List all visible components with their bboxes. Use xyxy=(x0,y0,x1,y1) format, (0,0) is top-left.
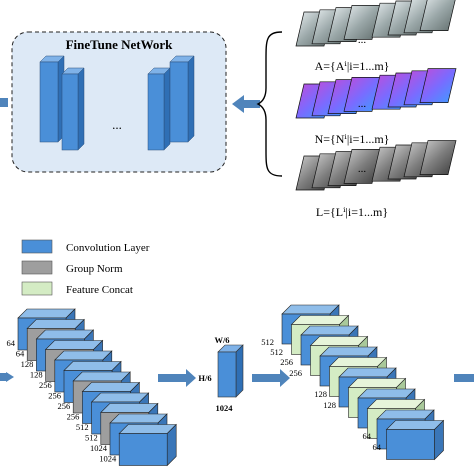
image-frame xyxy=(419,140,457,175)
encoder-channel-label: 64 xyxy=(7,338,16,348)
bottleneck-height-label: H/6 xyxy=(198,373,211,383)
decoder-layer-top xyxy=(357,388,416,399)
encoder-channel-label: 1024 xyxy=(90,443,108,453)
pipeline-out-arrow xyxy=(454,374,474,382)
encoder-to-bottleneck-arrow xyxy=(158,369,196,387)
set-brace xyxy=(256,31,283,177)
set-a-label: A={Aⁱ|i=1...m} xyxy=(315,59,390,73)
decoder-layer-top xyxy=(347,378,407,388)
decoder-channel-label: 64 xyxy=(373,442,382,452)
decoder-layer-top xyxy=(376,409,435,420)
pipeline-in-arrow-stub xyxy=(0,373,8,381)
decoder-layer-top xyxy=(300,325,359,336)
network-layer-side xyxy=(187,55,195,143)
decoder-layer-top xyxy=(366,399,426,409)
set-l-label: L={Lⁱ|i=1...m} xyxy=(316,205,388,219)
decoder-channel-label: 512 xyxy=(270,347,283,357)
bottleneck-width-label: W/6 xyxy=(214,335,229,345)
encoder-layer-top xyxy=(17,308,76,319)
encoder-channel-label: 128 xyxy=(30,370,43,380)
decoder-channel-label: 128 xyxy=(323,400,336,410)
legend-label-norm: Group Norm xyxy=(66,263,123,275)
set-n-label: N={Nⁱ|i=1...m} xyxy=(315,132,390,146)
left-arrow-stub xyxy=(0,98,8,107)
encoder-layer-top xyxy=(90,392,150,403)
legend-label-concat: Feature Concat xyxy=(66,284,133,296)
network-layer-2 xyxy=(61,73,79,151)
encoder-layer-top xyxy=(118,424,177,434)
bottleneck-depth-label: 1024 xyxy=(216,403,234,413)
stack-a-ellipsis: ... xyxy=(358,34,367,46)
network-layers xyxy=(39,55,195,151)
decoder-layer-top xyxy=(328,357,388,367)
decoder-channel-label: 64 xyxy=(363,431,372,441)
encoder-channel-label: 256 xyxy=(67,412,80,422)
decoder-channel-label: 256 xyxy=(280,357,293,367)
decoder-channel-label: 128 xyxy=(314,389,327,399)
decoder-channel-label: 512 xyxy=(261,337,274,347)
legend-swatch-concat xyxy=(21,281,53,296)
network-layer-side xyxy=(77,67,85,151)
input-arrow xyxy=(232,95,260,113)
image-stack-l xyxy=(295,140,457,191)
network-layer-side xyxy=(163,67,171,151)
decoder-layer-top xyxy=(309,336,369,346)
encoder-layer-top xyxy=(44,340,104,350)
network-title: FineTune NetWork xyxy=(66,37,174,52)
encoder-layer-top xyxy=(54,350,113,361)
encoder-channel-label: 512 xyxy=(85,433,98,443)
encoder-channel-label: 512 xyxy=(76,422,89,432)
decoder-layer-top xyxy=(281,304,340,315)
encoder-layer-top xyxy=(81,382,141,392)
legend-label-conv: Convolution Layer xyxy=(66,242,150,254)
stack-n-ellipsis: ... xyxy=(358,98,367,110)
encoder-channel-label: 256 xyxy=(39,380,52,390)
decoder-layer-top xyxy=(338,367,397,378)
legend: Convolution Layer Group Norm Feature Con… xyxy=(21,239,150,296)
image-stack-a xyxy=(295,0,456,47)
legend-swatch-norm xyxy=(21,260,53,275)
encoder-layer xyxy=(118,433,168,466)
image-frame xyxy=(419,0,456,31)
bottleneck-to-decoder-arrow xyxy=(252,369,290,387)
bottleneck-side xyxy=(235,344,244,398)
encoder-layer-top xyxy=(26,319,85,329)
network-ellipsis: ... xyxy=(112,117,122,132)
network-layer-4 xyxy=(169,61,189,143)
bottleneck-block: W/6 H/6 1024 xyxy=(198,335,244,413)
decoder-layer xyxy=(386,429,435,460)
network-layer-1 xyxy=(39,61,59,143)
encoder-channel-label: 128 xyxy=(21,359,34,369)
network-layer-3 xyxy=(147,73,165,151)
finetune-network-panel: FineTune NetWork ... xyxy=(11,31,227,173)
encoder-layer-top xyxy=(35,329,95,340)
stack-l-ellipsis: ... xyxy=(358,163,367,175)
decoder-layer-top xyxy=(290,315,350,325)
encoder-layer-top xyxy=(109,413,168,424)
bottleneck-front xyxy=(217,351,237,398)
encoder-layer-top xyxy=(72,371,131,382)
encoder-channel-label: 256 xyxy=(48,391,61,401)
decoder-layer-top xyxy=(319,346,378,357)
encoder-layer-top xyxy=(100,403,159,413)
pipeline-in-arrow xyxy=(6,372,14,382)
decoder-layer-top xyxy=(385,420,445,430)
encoder-channel-label: 256 xyxy=(57,401,70,411)
decoder-channel-label: 256 xyxy=(289,368,302,378)
encoder-channel-label: 64 xyxy=(16,349,25,359)
legend-swatch-conv xyxy=(21,239,53,254)
encoder-layer-top xyxy=(63,361,122,371)
encoder-channel-label: 1024 xyxy=(99,454,117,464)
image-frame xyxy=(419,68,457,103)
image-stack-n xyxy=(295,68,457,119)
